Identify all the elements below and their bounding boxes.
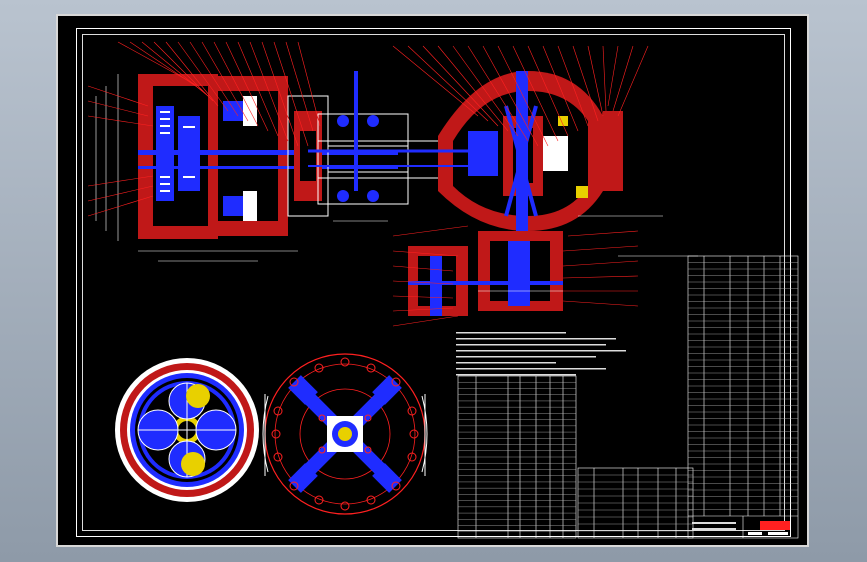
drawing-border-inner [82, 34, 785, 531]
leader-lines-right [392, 45, 649, 327]
differential-section [308, 71, 698, 316]
drawing-sheet [56, 14, 809, 547]
planetary-gear-view [115, 358, 259, 502]
carrier-plate-view [262, 353, 428, 515]
parts-list-rows-right [688, 262, 798, 510]
parts-list-rows-mid [578, 474, 693, 532]
assembly-drawing [87, 41, 799, 539]
technical-notes [456, 332, 626, 376]
parts-list-rows [458, 382, 576, 532]
drawing-border-outer [76, 28, 791, 537]
title-block [692, 521, 790, 535]
leader-lines-left [87, 41, 321, 217]
